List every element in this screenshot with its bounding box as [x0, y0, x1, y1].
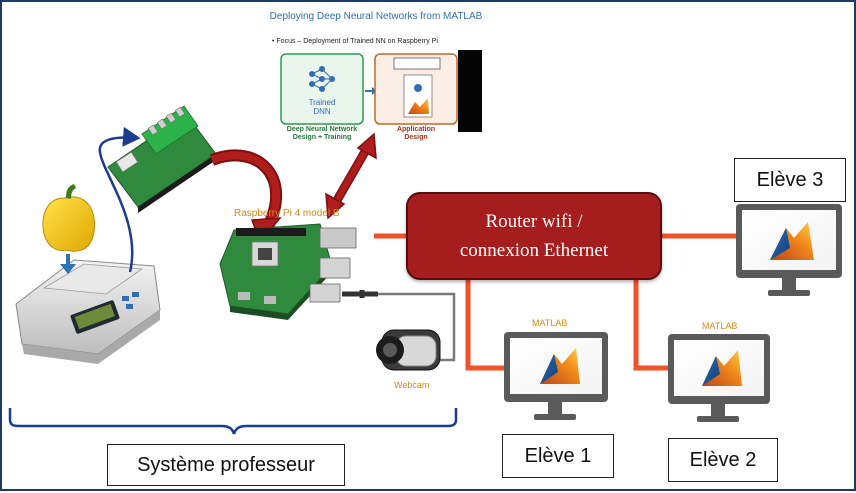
board-to-pi-arrow [210, 151, 281, 232]
app-caption-line1: Application [396, 126, 436, 133]
dnn-caption: Deep Neural Network Design + Training [272, 126, 372, 143]
ethernet-links [374, 233, 742, 371]
app-network-icon [414, 84, 422, 92]
link-router-eleve2 [633, 276, 670, 371]
student3-label: Elève 3 [734, 158, 846, 202]
webcam-icon [376, 329, 441, 371]
kitchen-scale-icon [15, 259, 161, 364]
io-icons [393, 57, 441, 70]
monitor-eleve1-icon [504, 332, 608, 420]
yellow-pepper-icon [42, 184, 95, 252]
slide-focus-text: Focus – Deployment of Trained NN on Rasp… [276, 38, 438, 45]
dnn-caption-line1: Deep Neural Network [286, 126, 358, 133]
ethernet-port [319, 227, 357, 249]
hat-board-icon [107, 105, 217, 213]
trained-dnn-label: Trained DNN [298, 98, 346, 116]
matlab-label-eleve1: MATLAB [532, 318, 568, 328]
raspberry-pi-icon [219, 223, 357, 320]
link-router-eleve1 [465, 276, 506, 371]
black-bar [458, 50, 482, 132]
usb-cable [378, 292, 456, 362]
slide-focus: • Focus – Deployment of Trained NN on Ra… [272, 38, 438, 45]
router-line2: connexion Ethernet [459, 240, 609, 261]
matlab-label-eleve2: MATLAB [702, 321, 738, 331]
slide-arrow-icon [365, 87, 377, 95]
matlab-logo-small-icon [408, 98, 429, 114]
app-caption-line2: Design [404, 134, 428, 142]
monitor-eleve2-icon [668, 334, 770, 422]
webcam-label: Webcam [394, 380, 430, 390]
teacher-system-label: Système professeur [107, 444, 345, 486]
slide-thumbnail [254, 2, 482, 154]
router-line1: Router wifi / [485, 210, 583, 232]
slide-pi-double-arrow [325, 132, 377, 220]
slide-title: Deploying Deep Neural Networks from MATL… [269, 11, 483, 22]
student2-label: Elève 2 [668, 438, 778, 482]
app-caption: Application Design [378, 126, 454, 143]
teacher-system-brace [8, 408, 458, 435]
dnn-caption-line2: Design + Training [292, 134, 352, 142]
neural-network-icon [309, 66, 335, 92]
student1-label: Elève 1 [502, 434, 614, 478]
pepper-to-scale-arrowhead [60, 264, 76, 274]
router-box: Router wifi / connexion Ethernet [406, 192, 662, 280]
trained-line1: Trained [308, 98, 336, 107]
scale-cable [98, 126, 141, 273]
raspberry-label: Raspberry Pi 4 model B [234, 208, 340, 219]
monitor-eleve3-icon [736, 204, 842, 296]
usb-plug [342, 290, 378, 298]
trained-line2: DNN [313, 107, 331, 117]
